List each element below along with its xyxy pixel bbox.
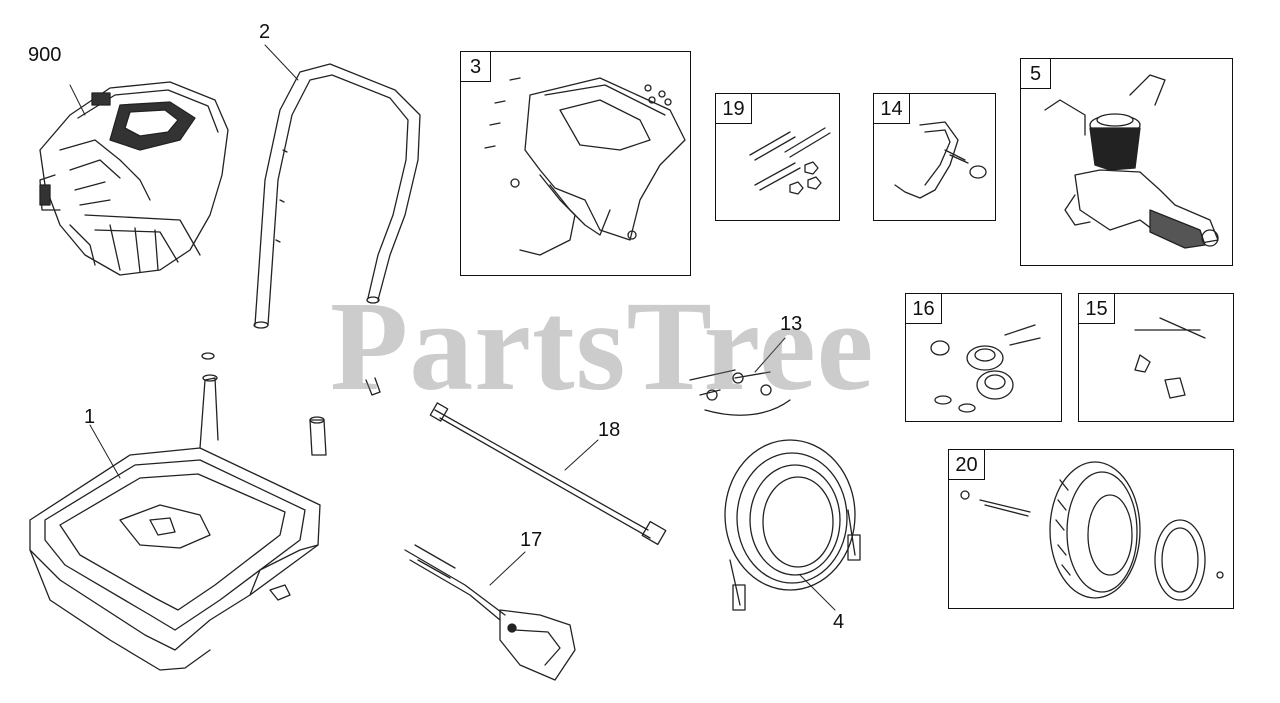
kit-box-19-number: 19 [716,94,752,124]
kit5-artwork [1044,74,1219,249]
kit-box-16-number: 16 [906,294,942,324]
spray-gun-part [404,544,576,681]
kit3-artwork [484,77,686,256]
kit-box-3: 3 [460,51,691,276]
handle-part [253,63,421,396]
kit-box-16: 16 [905,293,1062,422]
kit-box-5: 5 [1020,58,1233,266]
kit-box-15: 15 [1078,293,1234,422]
engine-part [39,81,229,276]
kit-box-5-number: 5 [1021,59,1051,89]
callout-13: 13 [780,313,803,335]
kit-box-20-number: 20 [949,450,985,480]
callout-1: 1 [84,406,96,428]
kit-box-19: 19 [715,93,840,221]
kit19-artwork [749,127,831,195]
kit14-artwork [894,121,987,199]
callout-18: 18 [598,419,621,441]
lance-part [429,402,667,546]
part13-artwork [689,369,791,416]
kit-box-3-number: 3 [461,52,491,82]
kit-box-14: 14 [873,93,996,221]
leader-lines [69,44,836,611]
kit15-artwork [1134,317,1206,399]
kit20-artwork [960,461,1224,601]
callout-17: 17 [520,529,543,551]
callout-900: 900 [28,44,62,66]
kit-box-20: 20 [948,449,1234,609]
kit16-artwork [930,324,1041,413]
frame-part [29,352,327,671]
callout-4: 4 [833,611,845,633]
callout-2: 2 [259,21,271,43]
kit-box-14-number: 14 [874,94,910,124]
kit-box-15-number: 15 [1079,294,1115,324]
hose-part [724,439,861,611]
